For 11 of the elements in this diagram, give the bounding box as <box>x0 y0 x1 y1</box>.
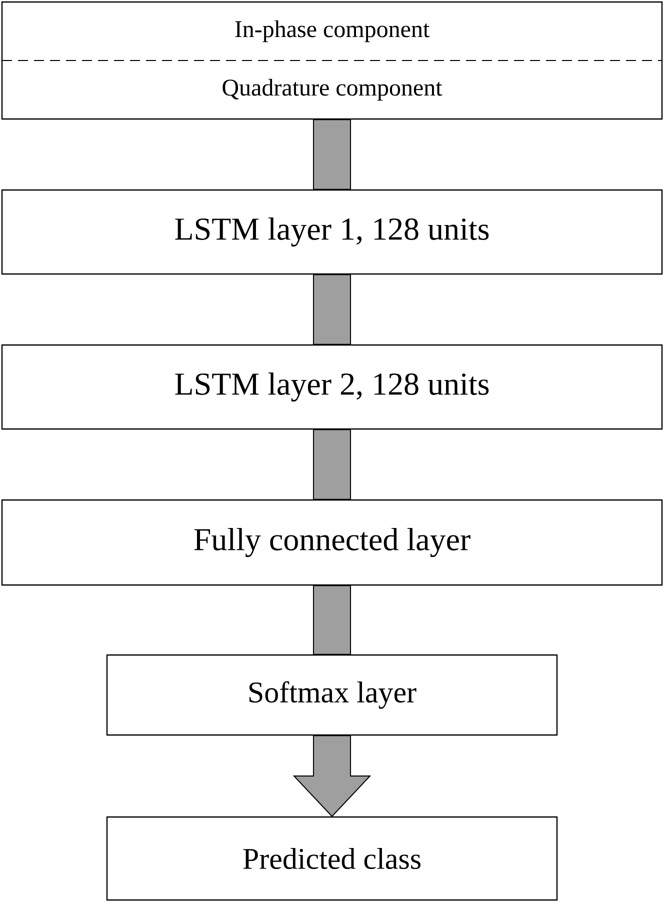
input-box: In-phase component Quadrature component <box>1 1 663 120</box>
arrow <box>313 274 351 345</box>
layer-box: LSTM layer 2, 128 units <box>1 344 663 430</box>
arrow <box>313 119 351 190</box>
arrow <box>313 585 351 655</box>
layer-box: LSTM layer 1, 128 units <box>1 189 663 275</box>
layer-box: Fully connected layer <box>1 499 663 586</box>
arrow <box>292 735 372 818</box>
layer-box: Softmax layer <box>106 654 558 736</box>
layer-box: Predicted class <box>106 816 558 901</box>
arrow <box>313 429 351 500</box>
